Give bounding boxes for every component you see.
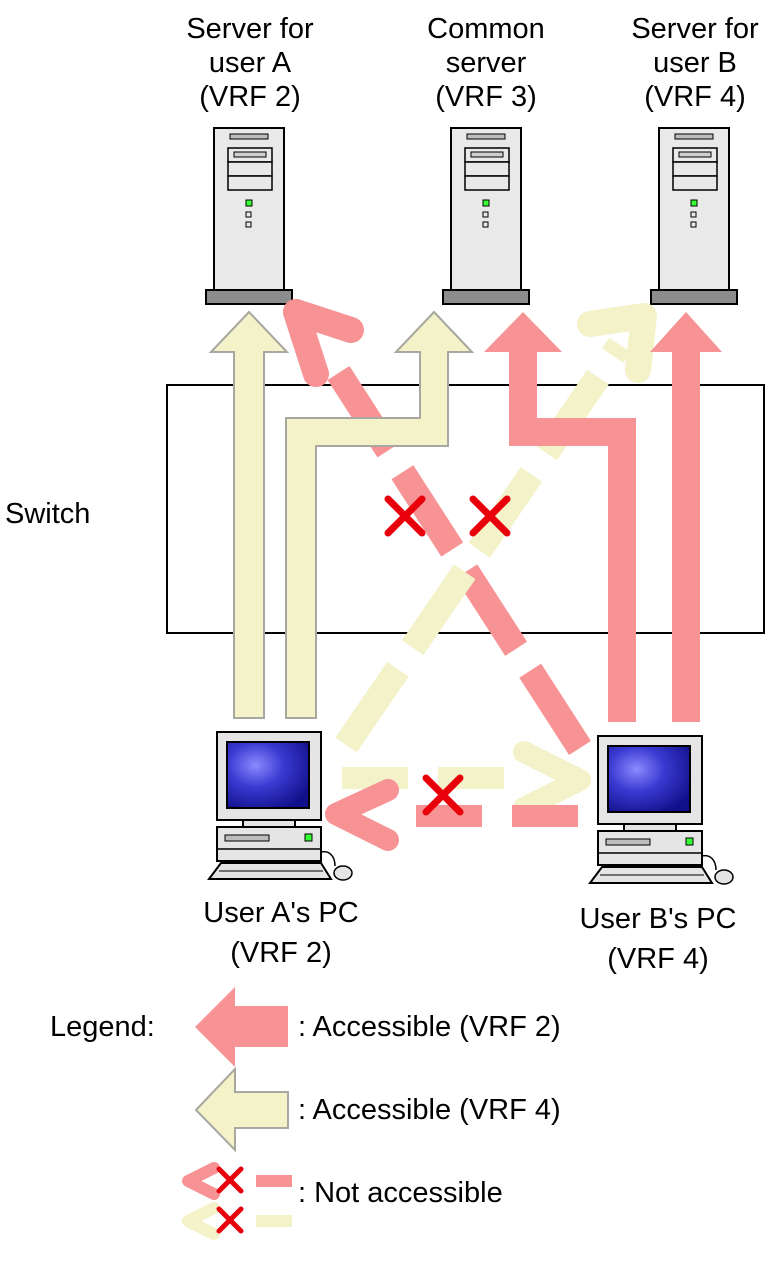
access-arrow-b-to-server-b: [650, 312, 722, 722]
server-user-b-icon: [650, 127, 738, 305]
user-a-pc-label-line: (VRF 2): [230, 937, 332, 969]
access-arrow-a-to-server-a: [208, 310, 290, 719]
legend-title: Legend:: [50, 1011, 155, 1043]
user-a-pc-label: User A's PC (VRF 2): [203, 896, 358, 970]
legend-blocked-yellow-arrowhead: [182, 1202, 220, 1240]
server-b-label-line: Server for: [631, 13, 759, 45]
server-b-label: Server for user B (VRF 4): [631, 12, 758, 114]
legend-cross-icon: [219, 1169, 241, 1191]
user-b-pc-icon: [589, 735, 734, 885]
server-user-a-icon: [205, 127, 293, 305]
switch-label: Switch: [5, 498, 91, 530]
legend-pink-arrow-icon: [195, 987, 288, 1067]
server-a-label-line: Server for: [186, 13, 314, 45]
server-a-label-line: (VRF 2): [199, 81, 301, 113]
access-arrow-b-to-common-server: [484, 312, 636, 722]
legend-accessible-vrf2-label: : Accessible (VRF 2): [298, 1011, 561, 1043]
server-a-label-line: user A: [208, 47, 292, 79]
user-a-pc-label-line: User A's PC: [203, 897, 359, 929]
server-a-label: Server for user A (VRF 2): [186, 12, 313, 114]
common-server-icon: [442, 127, 530, 305]
user-b-pc-label-line: (VRF 4): [607, 943, 709, 975]
blocked-arrowhead-pc-a: [325, 779, 399, 851]
common-server-label-line: server: [445, 47, 527, 79]
user-b-pc-label-line: User B's PC: [579, 903, 737, 935]
common-server-label-line: Common: [427, 13, 545, 45]
legend-cross-icon: [219, 1209, 241, 1231]
switch-box: [166, 384, 765, 634]
blocked-arrowhead-pc-b: [513, 741, 591, 819]
blocked-arrowhead-server-a-stem: [283, 299, 329, 387]
legend-accessible-vrf4-label: : Accessible (VRF 4): [298, 1094, 561, 1126]
server-b-label-line: (VRF 4): [644, 81, 746, 113]
access-arrow-a-to-common-server: [285, 310, 475, 719]
user-b-pc-label: User B's PC (VRF 4): [579, 902, 736, 976]
legend-not-accessible-label: : Not accessible: [298, 1177, 503, 1209]
legend-blocked-pink-arrowhead: [182, 1162, 220, 1200]
server-b-label-line: user B: [653, 47, 737, 79]
blocked-path-a-to-server-b: [335, 337, 631, 753]
legend-yellow-arrow-icon: [194, 1066, 289, 1153]
blocked-arrowhead-server-b: [577, 303, 657, 383]
blocked-path-b-to-server-a: [314, 344, 591, 756]
common-server-label-line: (VRF 3): [435, 81, 537, 113]
common-server-label: Common server (VRF 3): [427, 12, 545, 114]
